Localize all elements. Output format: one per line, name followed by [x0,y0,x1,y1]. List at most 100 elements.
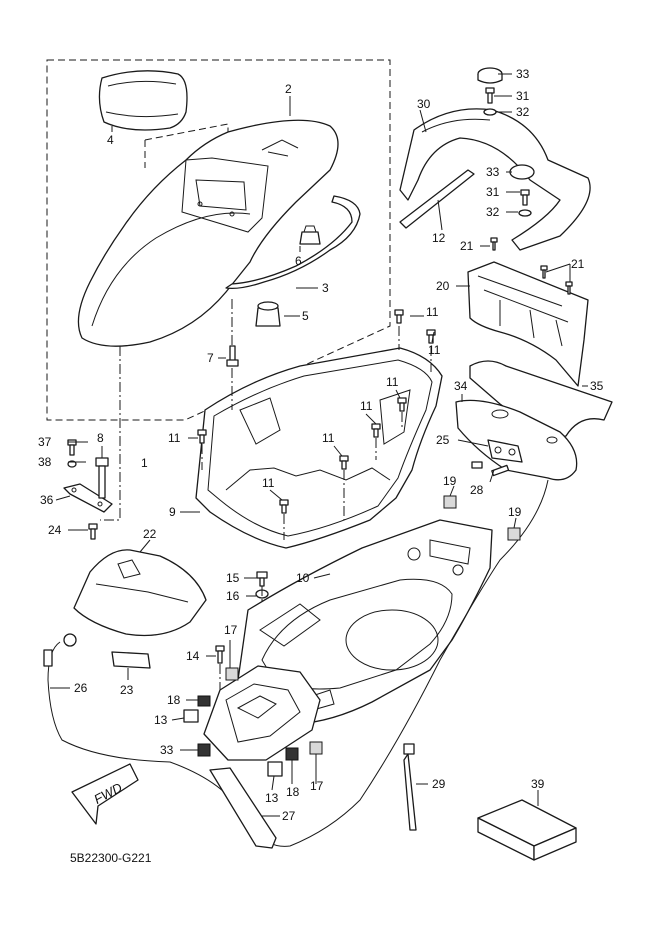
bolt-11-g [279,499,289,514]
callout-38: 38 [38,455,52,469]
inner-cover [195,347,443,549]
plate-35 [469,360,613,441]
storage-box-rear [203,665,321,761]
callout-39: 39 [531,777,545,791]
bolt-11-d [371,423,381,438]
clip-19-a [443,495,457,509]
bolt-15 [256,571,268,587]
backrest-pad [98,70,188,131]
bolt-21-right-b [565,281,573,295]
ref-line-14-15 [219,586,263,690]
callout-10: 10 [296,571,310,585]
callout-7: 7 [207,351,214,365]
callout-3: 3 [322,281,329,295]
bolt-21-right-a [540,265,548,279]
bolt-11-c [397,397,407,412]
callout-22: 22 [143,527,157,541]
callout-23: 23 [120,683,134,697]
bolt-11-e [197,429,207,444]
bracket-36 [63,483,113,513]
callout-14: 14 [186,649,200,663]
callout-6: 6 [295,254,302,268]
ref-line-bolts-11 [201,326,432,540]
callout-11g: 11 [262,476,275,490]
callout-18a: 18 [167,693,181,707]
callout-30: 30 [417,97,431,111]
bolt-11-b [426,329,436,344]
callout-16: 16 [226,589,240,603]
callout-20: 20 [436,279,450,293]
ref-line-seat-to-cover [100,346,121,521]
bolt-21-left [490,237,498,251]
callout-37: 37 [38,435,52,449]
callout-13a: 13 [154,713,168,727]
rear-bracket [467,261,589,387]
callout-21a: 21 [460,239,474,253]
grab-bar [399,108,591,251]
callout-32b: 32 [486,205,500,219]
callout-13b: 13 [265,791,279,805]
callout-18b: 18 [286,785,300,799]
callout-1: 1 [141,456,148,470]
callout-33b: 33 [486,165,500,179]
callout-labels: 2 4 3 5 6 7 1 9 10 11 11 11 11 11 11 11 … [38,67,604,823]
callout-33c: 33 [160,743,174,757]
cap-33-top [477,67,503,84]
clip-18-b [285,747,299,761]
rubber-stopper [255,301,281,327]
cable-tie [403,743,417,831]
callout-11f: 11 [322,431,335,445]
pad-13-b [267,761,283,777]
clip-19-b [507,527,521,541]
callout-11c: 11 [386,375,399,389]
seat-damper [299,225,321,245]
callout-9: 9 [169,505,176,519]
callout-28: 28 [470,483,484,497]
callout-32a: 32 [516,105,530,119]
callout-26: 26 [74,681,88,695]
callout-29: 29 [432,777,446,791]
seat [77,119,339,347]
callout-33a: 33 [516,67,530,81]
clip-17-b [309,741,323,755]
cable-guide [209,767,277,849]
pad-23 [111,651,151,669]
callout-24: 24 [48,523,62,537]
washer-32-top [483,108,497,116]
bolt-7 [226,345,239,367]
callout-31b: 31 [486,185,500,199]
callout-17b: 17 [310,779,324,793]
fwd-arrow [71,763,139,825]
callout-19a: 19 [443,474,457,488]
callout-12: 12 [432,231,446,245]
grip-strip [399,169,475,229]
callout-11e: 11 [168,431,181,445]
callout-11d: 11 [360,399,373,413]
callout-27: 27 [282,809,296,823]
washer-32-mid [518,209,532,217]
seat-lock-bracket [455,399,578,481]
bolt-31-top [485,87,495,104]
callout-15: 15 [226,571,240,585]
seat-lock-cable [47,479,549,847]
bolt-31-mid [520,189,530,206]
cable-end [43,633,77,667]
callout-25: 25 [436,433,450,447]
bolt-11-a [394,309,404,324]
leader-lines [50,73,588,817]
callout-17a: 17 [224,623,238,637]
callout-5: 5 [302,309,309,323]
clip-33-b [197,743,211,757]
callout-2: 2 [285,82,292,96]
callout-4: 4 [107,133,114,147]
bolt-14 [215,645,225,664]
bolt-8 [95,457,109,499]
callout-35: 35 [590,379,604,393]
bolt-24 [88,523,98,540]
callout-34: 34 [454,379,468,393]
callout-19b: 19 [508,505,522,519]
diagram-code: 5B22300-G221 [70,851,152,865]
callout-11a: 11 [426,305,439,319]
callout-8: 8 [97,431,104,445]
